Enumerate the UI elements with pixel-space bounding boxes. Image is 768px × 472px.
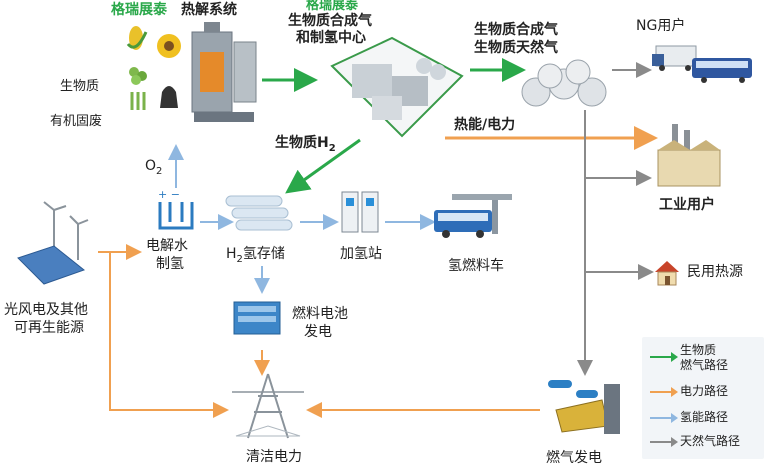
label-industrial-users: 工业用户 bbox=[659, 197, 715, 213]
electrolyzer-icon: + − bbox=[154, 188, 198, 234]
ng-vehicles bbox=[652, 40, 756, 86]
svg-text:+ −: + − bbox=[158, 188, 180, 201]
dispenser-icon bbox=[338, 186, 384, 238]
brand-left: 格瑞展泰 bbox=[111, 2, 167, 18]
hydrogen-tanks-icon bbox=[222, 192, 298, 244]
label-o2: O2 bbox=[145, 158, 163, 177]
label-h2-vehicle: 氢燃料车 bbox=[448, 258, 504, 274]
arrow-renewables-to-clean-power bbox=[109, 252, 229, 418]
legend-arrow-gray bbox=[650, 437, 678, 447]
corn-icon bbox=[126, 26, 148, 50]
legend-arrow-green bbox=[650, 352, 678, 362]
label-electrolysis-1: 电解水 bbox=[146, 238, 188, 254]
legend: 生物质 燃气路径 电力路径 氢能路径 天然气路径 bbox=[642, 337, 764, 459]
factory-icon bbox=[654, 124, 724, 190]
house-icon bbox=[652, 258, 682, 288]
legend-label: 生物质 bbox=[680, 343, 717, 357]
label-refuel-station: 加氢站 bbox=[340, 246, 382, 262]
label-clean-power: 清洁电力 bbox=[246, 449, 302, 465]
brand-center: 格瑞展泰 bbox=[306, 0, 359, 13]
label-h2-storage: H2氢存储 bbox=[226, 246, 285, 265]
gas-tanks-icon bbox=[520, 58, 612, 112]
legend-label: 氢能路径 bbox=[680, 410, 729, 424]
legend-label: 天然气路径 bbox=[680, 434, 741, 448]
legend-label: 电力路径 bbox=[680, 384, 729, 398]
legend-item-natural-gas: 天然气路径 bbox=[642, 433, 764, 451]
pellets-icon bbox=[129, 67, 147, 85]
feedstock-icons-2 bbox=[156, 30, 182, 110]
label-organic-waste: 有机固废 bbox=[50, 114, 103, 129]
feedstock-icons bbox=[124, 24, 154, 114]
bus-icon bbox=[692, 58, 752, 83]
pyrolysis-furnace-icon bbox=[184, 22, 262, 126]
label-heat-power: 热能/电力 bbox=[454, 117, 516, 133]
legend-item-hydrogen: 氢能路径 bbox=[642, 409, 764, 427]
title-pyrolysis: 热解系统 bbox=[181, 2, 237, 18]
legend-label-2: 燃气路径 bbox=[680, 358, 729, 372]
waste-bag-icon bbox=[160, 86, 178, 108]
legend-item-biomass-gas: 生物质 燃气路径 bbox=[642, 341, 764, 372]
gas-plant-icon bbox=[312, 36, 472, 140]
sunflower-icon bbox=[157, 34, 181, 58]
title-center-line1: 生物质合成气 bbox=[288, 13, 372, 29]
label-ng-users: NG用户 bbox=[636, 18, 686, 34]
legend-arrow-blue bbox=[650, 413, 678, 423]
wind-solar-icon bbox=[14, 200, 100, 286]
label-biomass-syngas: 生物质合成气 bbox=[474, 22, 558, 38]
label-gas-power: 燃气发电 bbox=[546, 450, 602, 466]
fuel-cell-icon bbox=[230, 292, 284, 346]
transmission-tower-icon bbox=[226, 372, 310, 442]
title-center-line2: 和制氢中心 bbox=[296, 30, 366, 46]
arrow-center-to-storage bbox=[285, 138, 361, 194]
truck-icon bbox=[652, 45, 697, 71]
hydrogen-bus-icon bbox=[432, 188, 516, 242]
wheat-icon bbox=[130, 92, 146, 110]
gas-turbine-icon bbox=[542, 370, 626, 442]
legend-item-power: 电力路径 bbox=[642, 383, 764, 401]
label-biomass-natural-gas: 生物质天然气 bbox=[474, 40, 558, 56]
label-electrolysis-2: 制氢 bbox=[156, 256, 184, 272]
label-biomass: 生物质 bbox=[60, 79, 100, 94]
legend-arrow-orange bbox=[650, 387, 678, 397]
label-biomass-h2: 生物质H2 bbox=[275, 135, 336, 154]
label-renewables-2: 可再生能源 bbox=[14, 320, 84, 336]
label-residential-heat: 民用热源 bbox=[687, 264, 743, 280]
label-fuel-cell-1: 燃料电池 bbox=[292, 306, 348, 322]
label-renewables-1: 光风电及其他 bbox=[4, 302, 88, 318]
label-fuel-cell-2: 发电 bbox=[304, 324, 332, 340]
